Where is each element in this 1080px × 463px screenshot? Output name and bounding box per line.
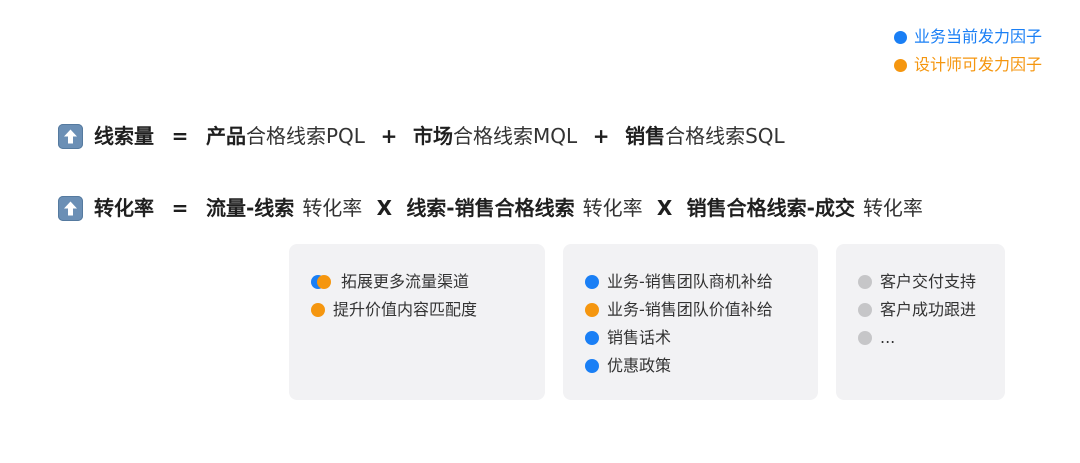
formula-term: 产品合格线索PQL [206, 124, 365, 148]
list-item: 客户交付支持 [858, 268, 983, 296]
blue-dot-icon [893, 30, 907, 44]
formula-lhs: 转化率 [94, 196, 154, 220]
gray-dot-icon [858, 303, 872, 317]
list-item: 提升价值内容匹配度 [311, 296, 523, 324]
list-item-label: 销售话术 [607, 328, 672, 347]
list-item-label: 业务-销售团队商机补给 [607, 272, 773, 291]
list-item-label: 优惠政策 [607, 356, 672, 375]
formula-lhs: 线索量 [94, 124, 154, 148]
formula-term: 流量-线索转化率 [206, 196, 363, 220]
legend: 业务当前发力因子 设计师可发力因子 [893, 27, 1042, 75]
list-item: 业务-销售团队商机补给 [585, 268, 796, 296]
legend-item-business: 业务当前发力因子 [893, 27, 1042, 47]
equals-sign: = [171, 124, 189, 148]
dual-dot-icon [311, 275, 333, 289]
factor-card-sql-deal: 客户交付支持 客户成功跟进 ... [836, 244, 1005, 400]
multiply-sign: X [656, 196, 673, 220]
multiply-sign: X [376, 196, 393, 220]
plus-sign: + [380, 124, 398, 148]
orange-dot-icon [893, 58, 907, 72]
blue-dot-icon [585, 359, 599, 373]
legend-label-business: 业务当前发力因子 [913, 27, 1042, 46]
formula-conversion-rate: 转化率 = 流量-线索转化率 X 线索-销售合格线索转化率 X 销售合格线索-成… [58, 194, 923, 222]
list-item: 销售话术 [585, 324, 796, 352]
formula-term: 销售合格线索-成交转化率 [686, 196, 923, 220]
list-item: 客户成功跟进 [858, 296, 983, 324]
list-item-label: 提升价值内容匹配度 [333, 300, 478, 319]
factor-card-traffic-lead: 拓展更多流量渠道 提升价值内容匹配度 [289, 244, 545, 400]
list-item: 业务-销售团队价值补给 [585, 296, 796, 324]
list-item: 拓展更多流量渠道 [311, 268, 523, 296]
gray-dot-icon [858, 331, 872, 345]
plus-sign: + [592, 124, 610, 148]
orange-dot-icon [311, 303, 325, 317]
formula-lead-volume: 线索量 = 产品合格线索PQL + 市场合格线索MQL + 销售合格线索SQL [58, 122, 785, 150]
orange-dot-icon [585, 303, 599, 317]
list-item-label: 客户交付支持 [880, 272, 977, 291]
equals-sign: = [171, 196, 189, 220]
list-item-label: 业务-销售团队价值补给 [607, 300, 773, 319]
list-item-label: ... [880, 328, 896, 347]
formula-term: 市场合格线索MQL [412, 124, 578, 148]
list-item-label: 拓展更多流量渠道 [341, 272, 470, 291]
blue-dot-icon [585, 331, 599, 345]
legend-item-designer: 设计师可发力因子 [893, 55, 1042, 75]
list-item: ... [858, 324, 983, 352]
up-arrow-icon [58, 123, 83, 149]
up-arrow-icon [58, 195, 83, 221]
formula-term: 销售合格线索SQL [625, 124, 785, 148]
legend-label-designer: 设计师可发力因子 [913, 55, 1042, 74]
formula-term: 线索-销售合格线索转化率 [406, 196, 643, 220]
gray-dot-icon [858, 275, 872, 289]
blue-dot-icon [585, 275, 599, 289]
list-item-label: 客户成功跟进 [880, 300, 977, 319]
factor-card-lead-sql: 业务-销售团队商机补给 业务-销售团队价值补给 销售话术 优惠政策 [563, 244, 818, 400]
list-item: 优惠政策 [585, 352, 796, 380]
